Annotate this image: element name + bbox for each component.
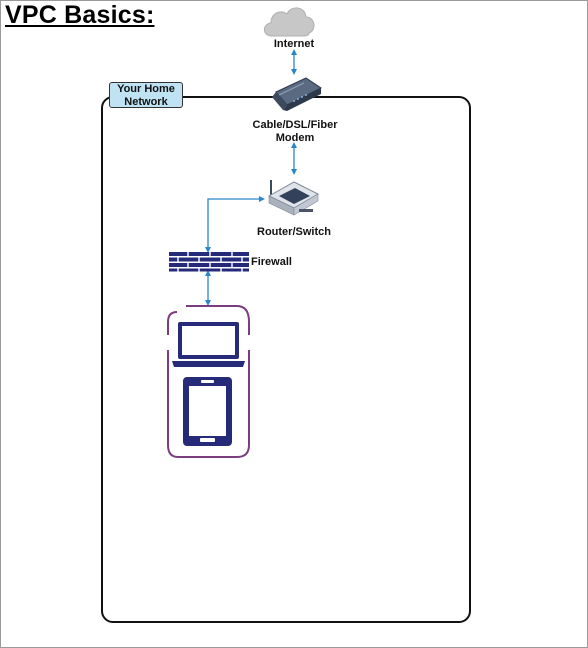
cloud-icon [263,7,315,37]
router-icon [267,180,320,216]
home-network-label-line1: Your Home [117,83,175,95]
router-label: Router/Switch [257,226,331,238]
internet-label: Internet [273,38,315,50]
firewall-label: Firewall [251,256,292,268]
firewall-icon [169,252,249,272]
page-title: VPC Basics: [5,1,155,29]
modem-label-line1: Cable/DSL/Fiber [252,119,338,131]
modem-label: Cable/DSL/Fiber Modem [240,119,350,145]
device-group-bracket [167,305,250,458]
modem-label-line2: Modem [275,132,315,144]
laptop-icon [172,322,245,367]
link-router-firewall [205,196,265,253]
modem-icon [272,77,322,111]
home-network-tag: Your Home Network [109,82,183,108]
home-network-label-line2: Network [124,96,168,108]
tablet-icon [183,377,232,446]
